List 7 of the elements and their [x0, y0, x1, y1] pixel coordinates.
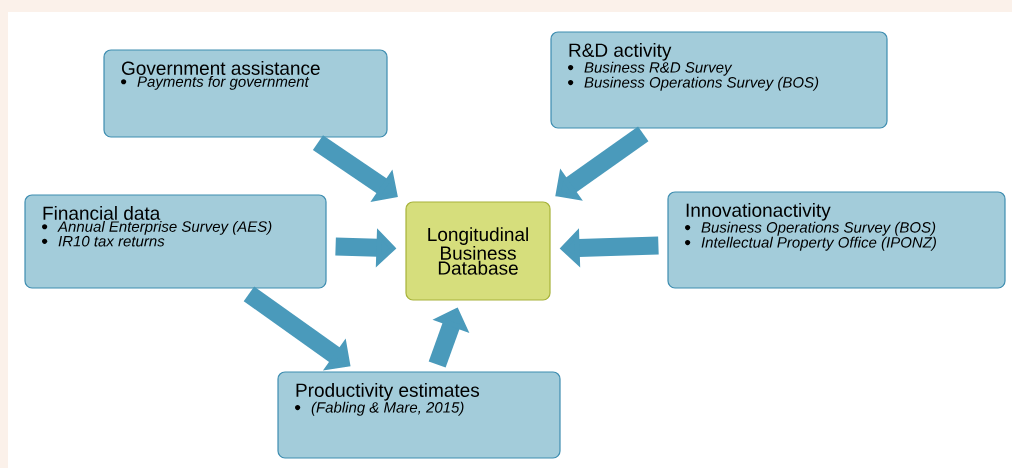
info-box: Productivity estimates (Fabling & Mare, 2015) — [277, 371, 561, 459]
database-box: Longitudinal Business Database — [405, 201, 551, 301]
block-arrow — [555, 126, 649, 201]
info-box: Innovationactivity Business Operations Survey (BOS) Intellectual Property Office (IPONZ) — [667, 191, 1006, 289]
info-box: Financial data Annual Enterprise Survey (AES) IR10 tax returns — [24, 194, 327, 289]
info-box: R&D activity Business R&D Survey Business Operations Survey (BOS) — [550, 31, 888, 129]
info-box: Government assistance Payments for government — [103, 49, 388, 138]
